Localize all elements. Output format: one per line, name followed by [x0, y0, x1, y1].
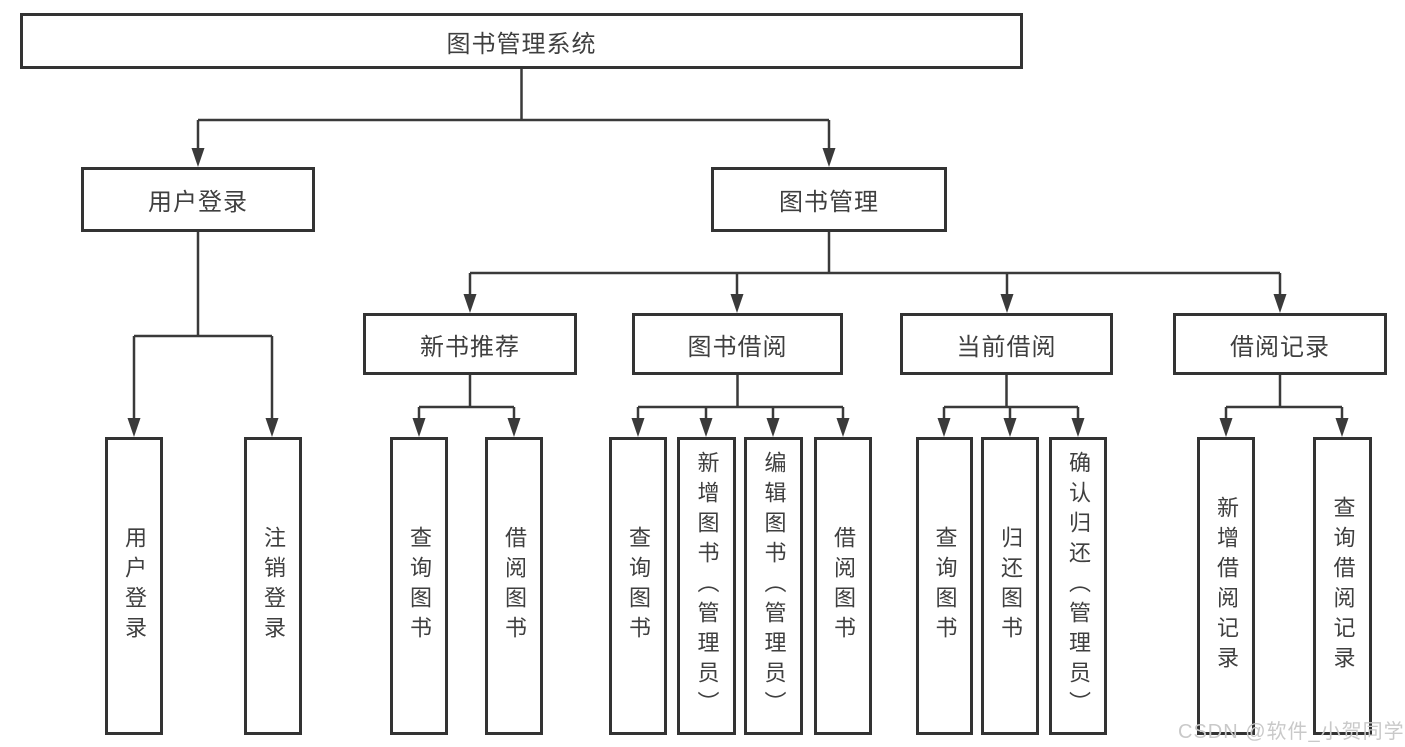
leaf-query-books-current: 查询图书 [916, 437, 973, 735]
leaf-edit-books-admin: 编辑图书（管理员） [744, 437, 803, 735]
node-borrowing-records: 借阅记录 [1173, 313, 1387, 375]
node-book-borrowing: 图书借阅 [632, 313, 843, 375]
leaf-return-books: 归还图书 [981, 437, 1039, 735]
csdn-watermark: CSDN @软件_小贺同学 [1178, 721, 1405, 743]
leaf-query-books-borrow: 查询图书 [609, 437, 667, 735]
node-library-management-system: 图书管理系统 [20, 13, 1023, 69]
leaf-query-borrow-record: 查询借阅记录 [1313, 437, 1372, 735]
leaf-query-books-recommend: 查询图书 [390, 437, 448, 735]
leaf-add-books-admin: 新增图书（管理员） [677, 437, 736, 735]
node-current-borrowing: 当前借阅 [900, 313, 1113, 375]
leaf-user-login: 用户登录 [105, 437, 163, 735]
leaf-add-borrow-record: 新增借阅记录 [1197, 437, 1255, 735]
leaf-confirm-return-admin: 确认归还（管理员） [1049, 437, 1107, 735]
leaf-borrow-books-recommend: 借阅图书 [485, 437, 543, 735]
node-user-login: 用户登录 [81, 167, 315, 232]
leaf-logout: 注销登录 [244, 437, 302, 735]
leaf-borrow-books: 借阅图书 [814, 437, 872, 735]
node-book-management: 图书管理 [711, 167, 947, 232]
node-new-book-recommendation: 新书推荐 [363, 313, 577, 375]
